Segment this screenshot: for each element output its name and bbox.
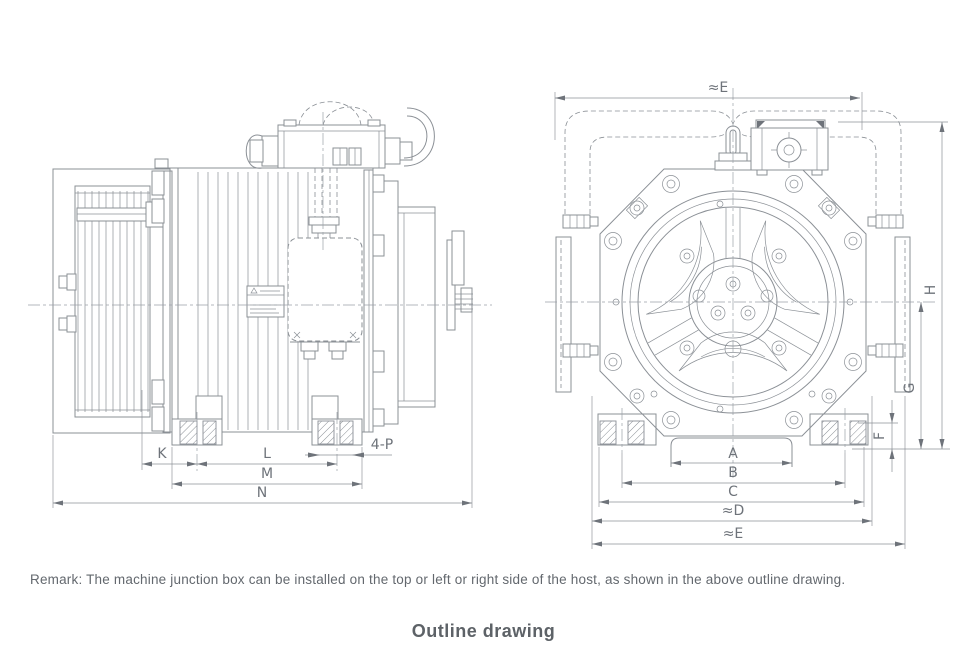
octagon-frame [599, 168, 867, 437]
encoder [446, 230, 473, 331]
brake-end-housing [363, 169, 436, 433]
dim-label-n: N [257, 485, 267, 501]
wheel-spokes-windows [646, 208, 820, 372]
warning-label [246, 285, 285, 318]
drum-bolts [679, 248, 787, 356]
base-pad [670, 437, 793, 467]
dim-label-h: H [923, 285, 939, 296]
dim-label-l: L [263, 446, 271, 462]
side-view: K L M N 4-P [28, 101, 492, 508]
bearing-bracket [151, 170, 173, 433]
traction-sheave [52, 168, 173, 434]
conduit-loop [403, 107, 435, 167]
cable-gland-right [384, 137, 413, 165]
dim-label-d: ≈D [722, 503, 745, 519]
dim-label-k: K [157, 446, 167, 462]
junction-box-side [245, 101, 435, 169]
side-dimensions: K L M N 4-P [52, 300, 473, 508]
dim-label-c: C [728, 484, 738, 500]
cable-gland-left [245, 134, 279, 169]
sheave-bolts [58, 273, 77, 333]
page-title: Outline drawing [411, 621, 556, 641]
dim-label-f: F [872, 432, 888, 440]
junction-box-alternate [287, 168, 363, 360]
dim-label-m: M [261, 466, 273, 482]
junction-box-front [750, 119, 829, 176]
dim-label-e-top: ≈E [708, 80, 729, 96]
dim-label-b: B [728, 465, 738, 481]
dim-label-e-bottom: ≈E [723, 526, 744, 542]
sheave-grooves [77, 191, 149, 412]
front-dimensions: ≈E H G F A [554, 80, 950, 549]
dim-label-4p: 4-P [371, 437, 393, 453]
dim-label-g: G [902, 383, 918, 394]
front-view: ≈E H G F A [545, 80, 950, 549]
side-rail-right [867, 214, 911, 393]
dim-label-a: A [728, 446, 738, 462]
side-rail-left [555, 214, 599, 393]
remark-text: Remark: The machine junction box can be … [30, 572, 846, 587]
flange-bolts [604, 175, 862, 429]
mounting-feet-front [597, 408, 869, 453]
mounting-feet-side [171, 395, 363, 471]
